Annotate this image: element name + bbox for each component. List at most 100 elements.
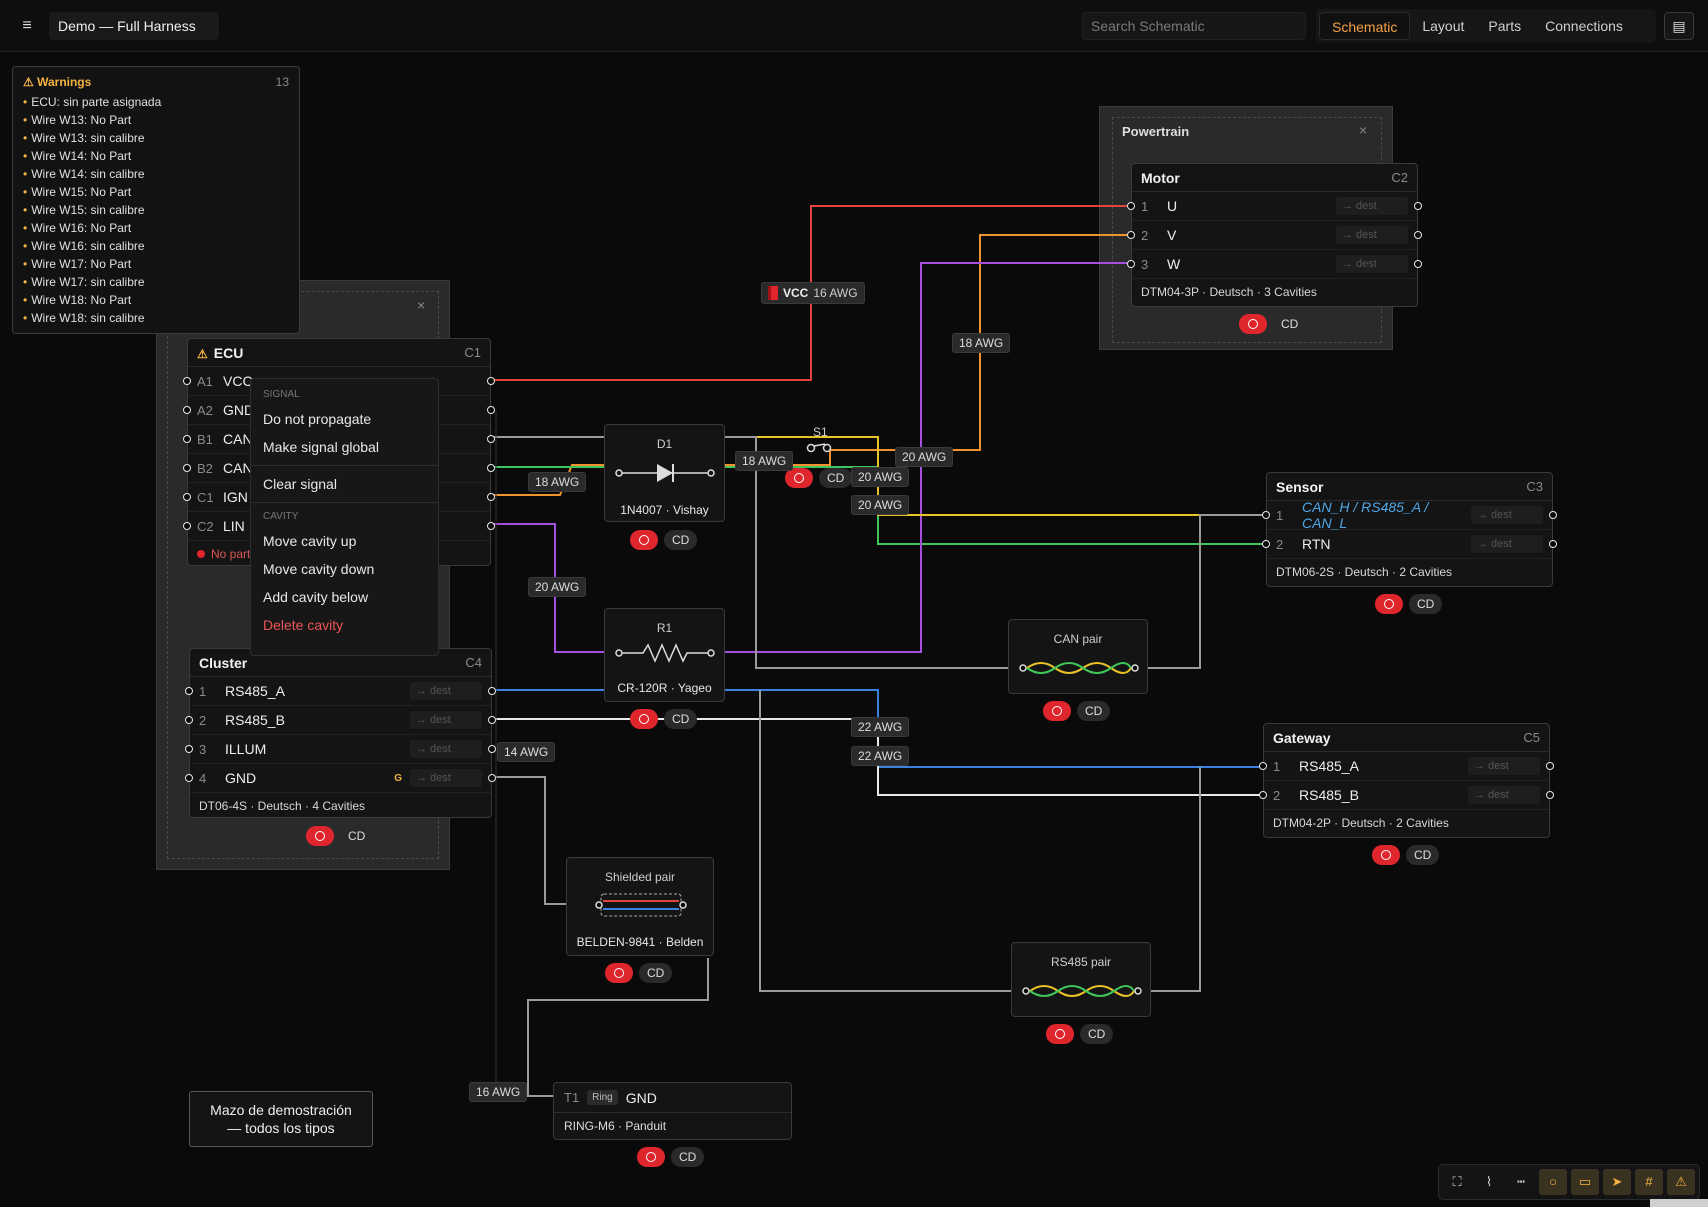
record-button[interactable] — [1239, 314, 1267, 334]
pin-left[interactable] — [183, 464, 191, 472]
warning-item[interactable]: •Wire W14: sin calibre — [23, 165, 289, 183]
pin-left[interactable] — [1127, 202, 1135, 210]
wire-gauge-label[interactable]: 20 AWG — [851, 495, 910, 515]
pin-left[interactable] — [185, 745, 193, 753]
wire-gauge-label[interactable]: 20 AWG — [528, 577, 587, 597]
hamburger-icon[interactable]: ≡ — [22, 17, 32, 34]
menu-add-cavity-below[interactable]: Add cavity below — [263, 589, 369, 605]
tab-schematic[interactable]: Schematic — [1319, 12, 1411, 40]
cd-button[interactable]: CD — [639, 963, 673, 983]
wire-gauge-label[interactable]: 18 AWG — [528, 472, 587, 492]
cavity-signal[interactable]: LIN — [223, 518, 245, 534]
pin-right[interactable] — [1546, 791, 1554, 799]
cavity-signal[interactable]: RS485_A — [225, 683, 285, 699]
dest-field[interactable]: → dest — [410, 769, 482, 787]
dest-field[interactable]: → dest — [1336, 226, 1408, 244]
wire-gauge-label[interactable]: 20 AWG — [895, 447, 954, 467]
tab-parts[interactable]: Parts — [1488, 18, 1522, 34]
cavity-signal[interactable]: CAN_H / RS485_A / CAN_L — [1302, 499, 1429, 531]
cd-button[interactable]: CD — [1281, 317, 1299, 331]
canvas-note[interactable]: Mazo de demostración — todos los tipos — [189, 1091, 373, 1147]
pin-left[interactable] — [1259, 762, 1267, 770]
pin-right[interactable] — [487, 493, 495, 501]
record-button[interactable] — [1046, 1024, 1074, 1044]
close-icon[interactable]: × — [1359, 122, 1368, 138]
pin-left[interactable] — [183, 377, 191, 385]
dest-field[interactable]: → dest — [410, 711, 482, 729]
record-button[interactable] — [637, 1147, 665, 1167]
pin-left[interactable] — [185, 687, 193, 695]
toolbar-tool-icon[interactable]: ➤ — [1603, 1169, 1631, 1195]
terminal-lug[interactable]: T1 Ring GND RING-M6 · Panduit — [553, 1082, 792, 1140]
panel-menu-icon[interactable]: ▤ — [1664, 12, 1694, 40]
pin-left[interactable] — [1262, 511, 1270, 519]
warning-item[interactable]: •Wire W15: No Part — [23, 183, 289, 201]
component-r1[interactable]: R1 CR-120R · Yageo — [604, 608, 725, 702]
record-button[interactable] — [306, 826, 334, 846]
pin-right[interactable] — [487, 377, 495, 385]
menu-make-signal-global[interactable]: Make signal global — [263, 439, 379, 455]
pin-left[interactable] — [1259, 791, 1267, 799]
toolbar-tool-icon[interactable]: ⌇ — [1485, 1174, 1493, 1189]
cd-button[interactable]: CD — [1406, 845, 1440, 865]
toolbar-tool-icon[interactable]: ▭ — [1571, 1169, 1599, 1195]
component-rs485-pair[interactable]: RS485 pair — [1011, 942, 1151, 1017]
tab-connections[interactable]: Connections — [1545, 18, 1623, 34]
wire-gauge-label[interactable]: 14 AWG — [497, 742, 556, 762]
pin-right[interactable] — [488, 716, 496, 724]
scrollbar[interactable] — [1650, 1199, 1708, 1207]
warnings-panel[interactable]: ⚠ Warnings 13 •ECU: sin parte asignada•W… — [12, 66, 300, 334]
document-title[interactable]: Demo — Full Harness — [49, 12, 219, 40]
cavity-signal[interactable]: GND — [225, 770, 257, 786]
cavity-signal[interactable]: VCC — [223, 373, 253, 389]
record-button[interactable] — [1043, 701, 1071, 721]
cavity-signal[interactable]: RS485_A — [1299, 758, 1359, 774]
pin-left[interactable] — [183, 435, 191, 443]
wire-gauge-label[interactable]: 22 AWG — [851, 717, 910, 737]
cavity-signal[interactable]: V — [1167, 227, 1177, 243]
pin-right[interactable] — [488, 687, 496, 695]
component-d1[interactable]: D1 1N4007 · Vishay — [604, 424, 725, 522]
record-button[interactable] — [1375, 594, 1403, 614]
pin-right[interactable] — [487, 435, 495, 443]
pin-left[interactable] — [183, 406, 191, 414]
switch-icon[interactable] — [805, 441, 835, 455]
cd-button[interactable]: CD — [1409, 594, 1443, 614]
cavity-signal[interactable]: ILLUM — [225, 741, 267, 757]
record-button[interactable] — [785, 468, 813, 488]
pin-right[interactable] — [1546, 762, 1554, 770]
warning-item[interactable]: •Wire W17: sin calibre — [23, 273, 289, 291]
cd-button[interactable]: CD — [1080, 1024, 1114, 1044]
tab-layout[interactable]: Layout — [1422, 18, 1465, 34]
record-button[interactable] — [605, 963, 633, 983]
record-button[interactable] — [1372, 845, 1400, 865]
pin-right[interactable] — [1549, 511, 1557, 519]
warning-item[interactable]: •Wire W13: No Part — [23, 111, 289, 129]
warning-item[interactable]: •Wire W18: No Part — [23, 291, 289, 309]
pin-right[interactable] — [488, 774, 496, 782]
dest-field[interactable]: → dest — [1471, 506, 1543, 524]
cd-button[interactable]: CD — [671, 1147, 705, 1167]
toolbar-tool-icon[interactable]: ┅ — [1517, 1174, 1525, 1189]
dest-field[interactable]: → dest — [1468, 757, 1540, 775]
pin-right[interactable] — [487, 464, 495, 472]
pin-right[interactable] — [487, 522, 495, 530]
menu-move-cavity-down[interactable]: Move cavity down — [263, 561, 375, 577]
component-shielded-pair[interactable]: Shielded pair BELDEN-9841 · Belden — [566, 857, 714, 956]
menu-move-cavity-up[interactable]: Move cavity up — [263, 533, 357, 549]
cavity-signal[interactable]: RTN — [1302, 536, 1331, 552]
dest-field[interactable]: → dest — [1336, 255, 1408, 273]
pin-left[interactable] — [185, 774, 193, 782]
pin-right[interactable] — [1414, 260, 1422, 268]
